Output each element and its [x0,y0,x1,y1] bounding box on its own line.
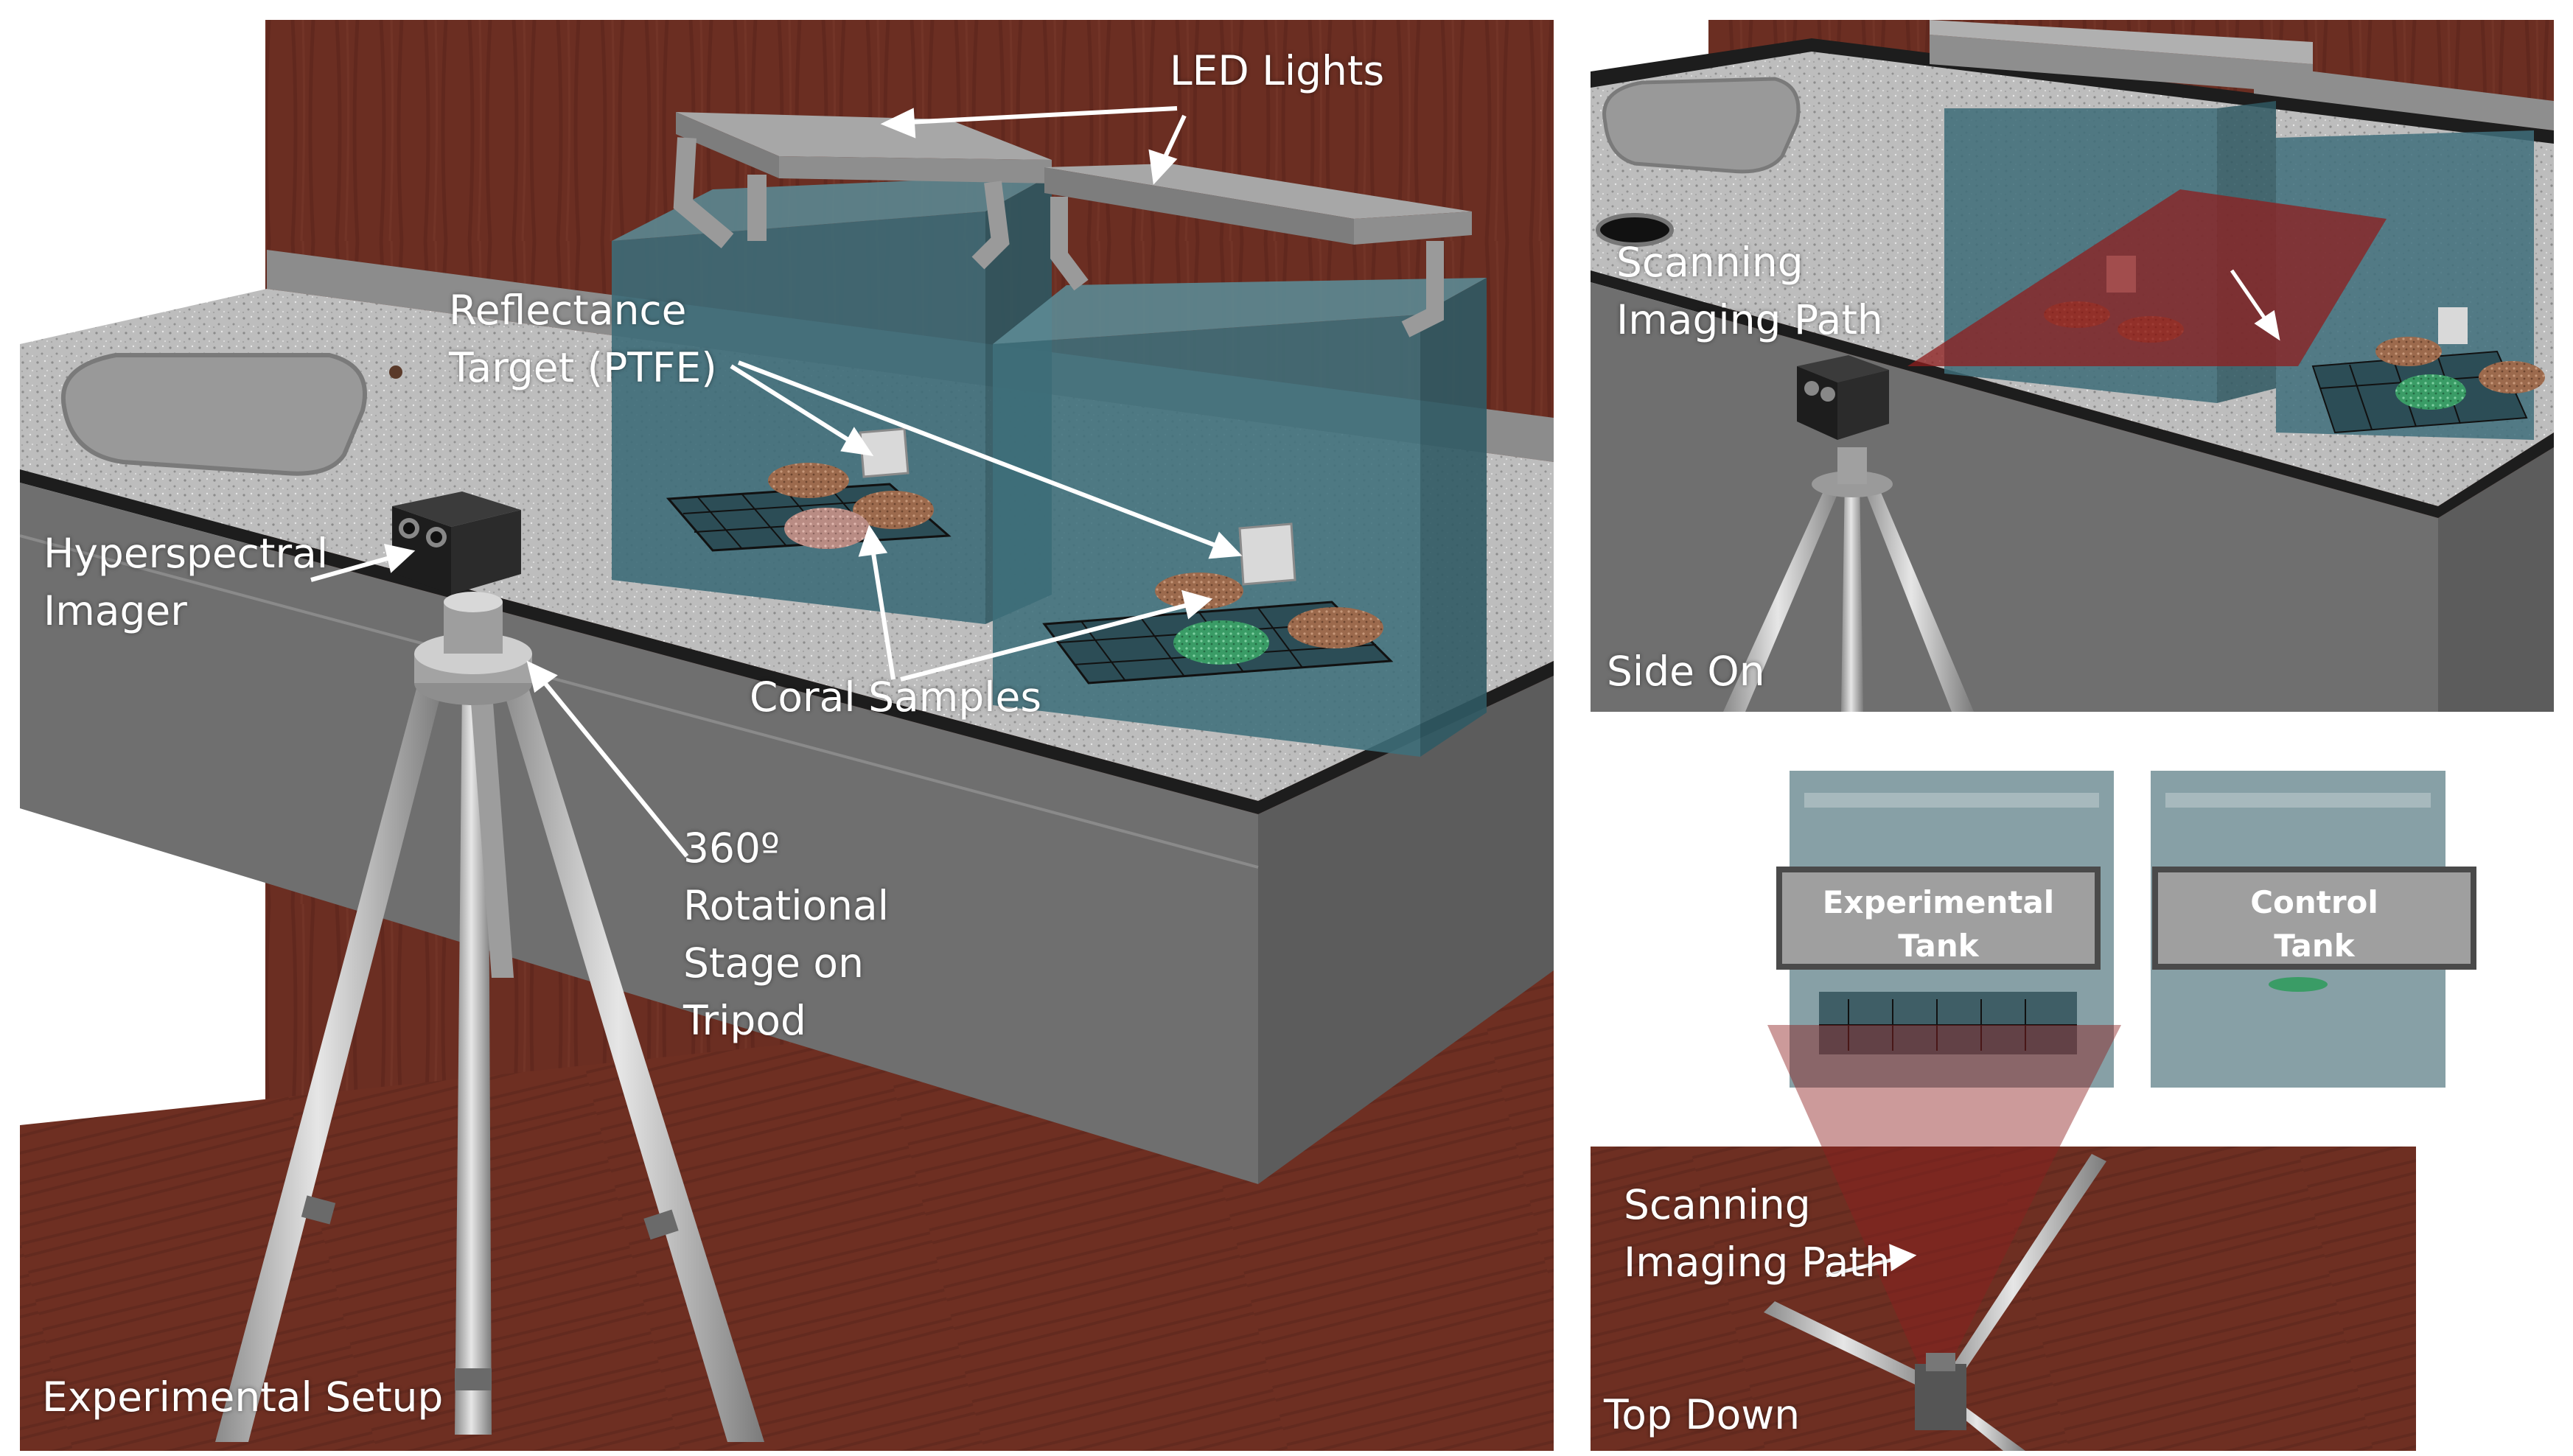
top-down-render [1591,749,2554,1451]
experimental-tank-label: Experimental Tank [1776,867,2101,970]
led-light-bar-left [673,112,1052,270]
led-lights-label: LED Lights [1170,47,1385,94]
led-light-bar-right [1044,164,1472,337]
scanning-path-label: Scanning Imaging Path [1616,239,1883,344]
scanning-imaging-path [1767,1025,2121,1397]
hyperspectral-imager [1915,1353,1966,1430]
hyperspectral-imager-label: Hyperspectral Imager [43,530,329,635]
side-on-panel: Scanning Imaging Path Side On [1591,20,2554,712]
top-down-panel: Experimental Tank Control Tank Scanning … [1591,749,2554,1451]
hyperspectral-imager [1797,355,1889,440]
control-tank [2276,130,2545,440]
rotational-stage [414,592,532,705]
hyperspectral-imager [392,491,521,595]
control-tank [993,278,1487,757]
experimental-setup-panel: LED Lights Reflectance Target (PTFE) Hyp… [20,20,1554,1451]
annotation-arrows [310,106,1243,858]
side-on-render [1591,20,2554,712]
counter-front-face [20,483,1258,1184]
control-tank-label: Control Tank [2152,867,2476,970]
reflectance-target-label: Reflectance Target (PTFE) [449,287,717,392]
tripod [215,676,764,1442]
sink [60,353,367,476]
scanning-path-label: Scanning Imaging Path [1624,1181,1891,1287]
panel-caption: Side On [1607,648,1765,695]
experimental-setup-render [20,20,1554,1451]
rotational-stage-label: 360º Rotational Stage on Tripod [683,825,890,1045]
coral-samples-label: Coral Samples [750,673,1042,721]
panel-caption: Experimental Setup [42,1373,444,1421]
tripod [1723,447,1974,712]
panel-caption: Top Down [1604,1391,1801,1438]
